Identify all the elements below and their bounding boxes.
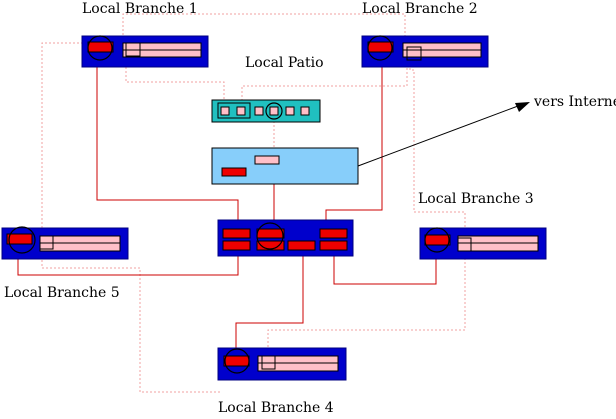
server-box: [211, 147, 359, 185]
patio-connector: [265, 102, 283, 120]
branche5-connector: [8, 226, 36, 254]
red-cabling: [17, 48, 437, 352]
label-branche1: Local Branche 1: [82, 1, 198, 17]
branche4-port: [223, 355, 250, 367]
red-cable-b5-switch: [17, 245, 239, 276]
pink-cable-b1-loop: [122, 13, 406, 43]
red-cable-b3-switch: [333, 248, 437, 285]
red-cable-b1-switch: [96, 48, 239, 220]
server-port: [221, 167, 247, 177]
branche5-switch: [1, 226, 129, 260]
label-branche5: Local Branche 5: [4, 285, 120, 301]
pink-cable-b5-down: [41, 248, 220, 393]
label-branche3: Local Branche 3: [418, 191, 534, 207]
branche2-port: [367, 41, 394, 53]
branche3-port: [424, 234, 451, 246]
branche1-connector: [87, 35, 113, 61]
internet-line: [357, 105, 519, 167]
branche2-switch: [361, 35, 489, 68]
red-cable-b4-switch: [235, 245, 304, 352]
central-connector: [256, 222, 284, 250]
label-branche4: Local Branche 4: [218, 400, 334, 414]
pink-cable-b1-patio: [125, 43, 225, 100]
pink-cable-b2-right: [409, 48, 466, 235]
label-branche2: Local Branche 2: [362, 1, 478, 17]
pink-cable-b3-down: [267, 250, 466, 350]
branche4-switch: [217, 347, 347, 381]
branche1-port: [87, 41, 114, 53]
branche4-connector: [224, 348, 250, 374]
branche3-switch: [419, 227, 547, 260]
label-internet: vers Internet: [533, 94, 616, 110]
label-patio: Local Patio: [245, 55, 324, 71]
branche2-connector: [367, 35, 393, 61]
red-cable-b2-switch: [325, 48, 383, 230]
patio-patch-panel: [211, 99, 321, 123]
internet-link: [357, 102, 530, 167]
branche1-switch: [81, 35, 209, 68]
branche3-connector: [424, 227, 450, 253]
internet-arrowhead: [515, 102, 530, 112]
pink-cable-b2-patio: [241, 48, 408, 100]
central-switch: [217, 219, 354, 257]
branche5-port: [6, 233, 33, 245]
pink-cable-outer-left: [38, 42, 123, 233]
